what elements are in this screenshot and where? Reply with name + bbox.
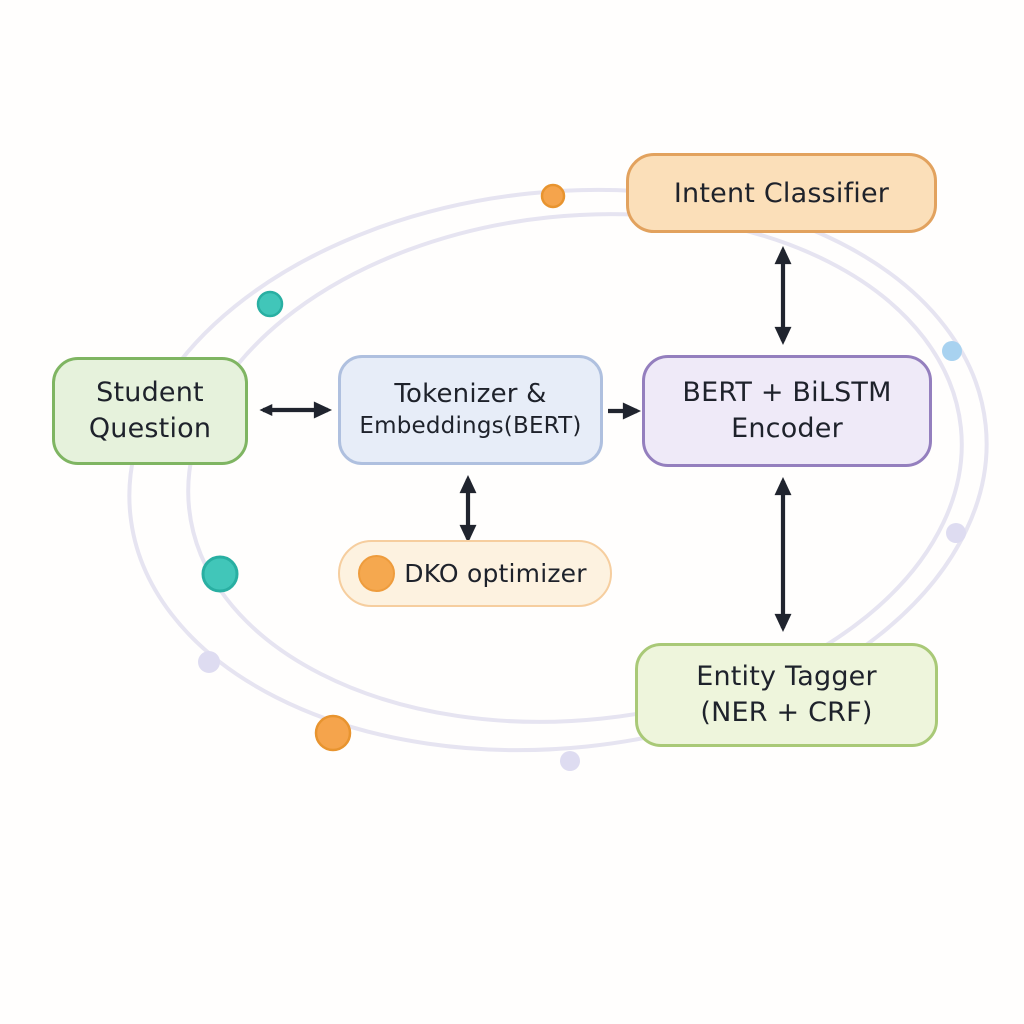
node-label-line: BERT + BiLSTM bbox=[682, 377, 892, 409]
node-label-line: Student bbox=[96, 377, 204, 409]
node-bert-bilstm-encoder: BERT + BiLSTM Encoder bbox=[642, 355, 932, 467]
orbit-dot-lavender-left bbox=[198, 651, 220, 673]
node-label-line: Encoder bbox=[731, 413, 843, 444]
node-tokenizer-embeddings: Tokenizer & Embeddings(BERT) bbox=[338, 355, 603, 465]
node-label-line: Tokenizer & bbox=[394, 379, 547, 410]
node-label-line: Question bbox=[88, 413, 212, 444]
orbit-dot-orange-large bbox=[314, 714, 352, 752]
node-student-question: Student Question bbox=[52, 357, 248, 465]
orbit-dot-lightblue-right bbox=[942, 341, 962, 361]
orbit-outer bbox=[127, 187, 989, 753]
node-intent-classifier: Intent Classifier bbox=[626, 153, 937, 233]
node-entity-tagger: Entity Tagger (NER + CRF) bbox=[635, 643, 938, 747]
orbit-dot-lavender-bottom bbox=[560, 751, 580, 771]
optimizer-dot-icon bbox=[358, 555, 395, 592]
orbit-dot-teal-large bbox=[201, 555, 239, 593]
node-label-line: Intent Classifier bbox=[673, 177, 890, 209]
orbit-inner bbox=[186, 212, 964, 724]
orbit-dot-teal-small bbox=[256, 290, 284, 318]
node-label-line: (NER + CRF) bbox=[700, 697, 873, 728]
node-label-line: Entity Tagger bbox=[696, 661, 877, 693]
orbit-dot-orange-top bbox=[540, 183, 566, 209]
orbit-dot-lavender-right bbox=[946, 523, 966, 543]
node-label-line: Embeddings(BERT) bbox=[359, 412, 582, 439]
node-label-line: DKO optimizer bbox=[404, 559, 587, 588]
node-dko-optimizer: DKO optimizer bbox=[338, 540, 612, 607]
